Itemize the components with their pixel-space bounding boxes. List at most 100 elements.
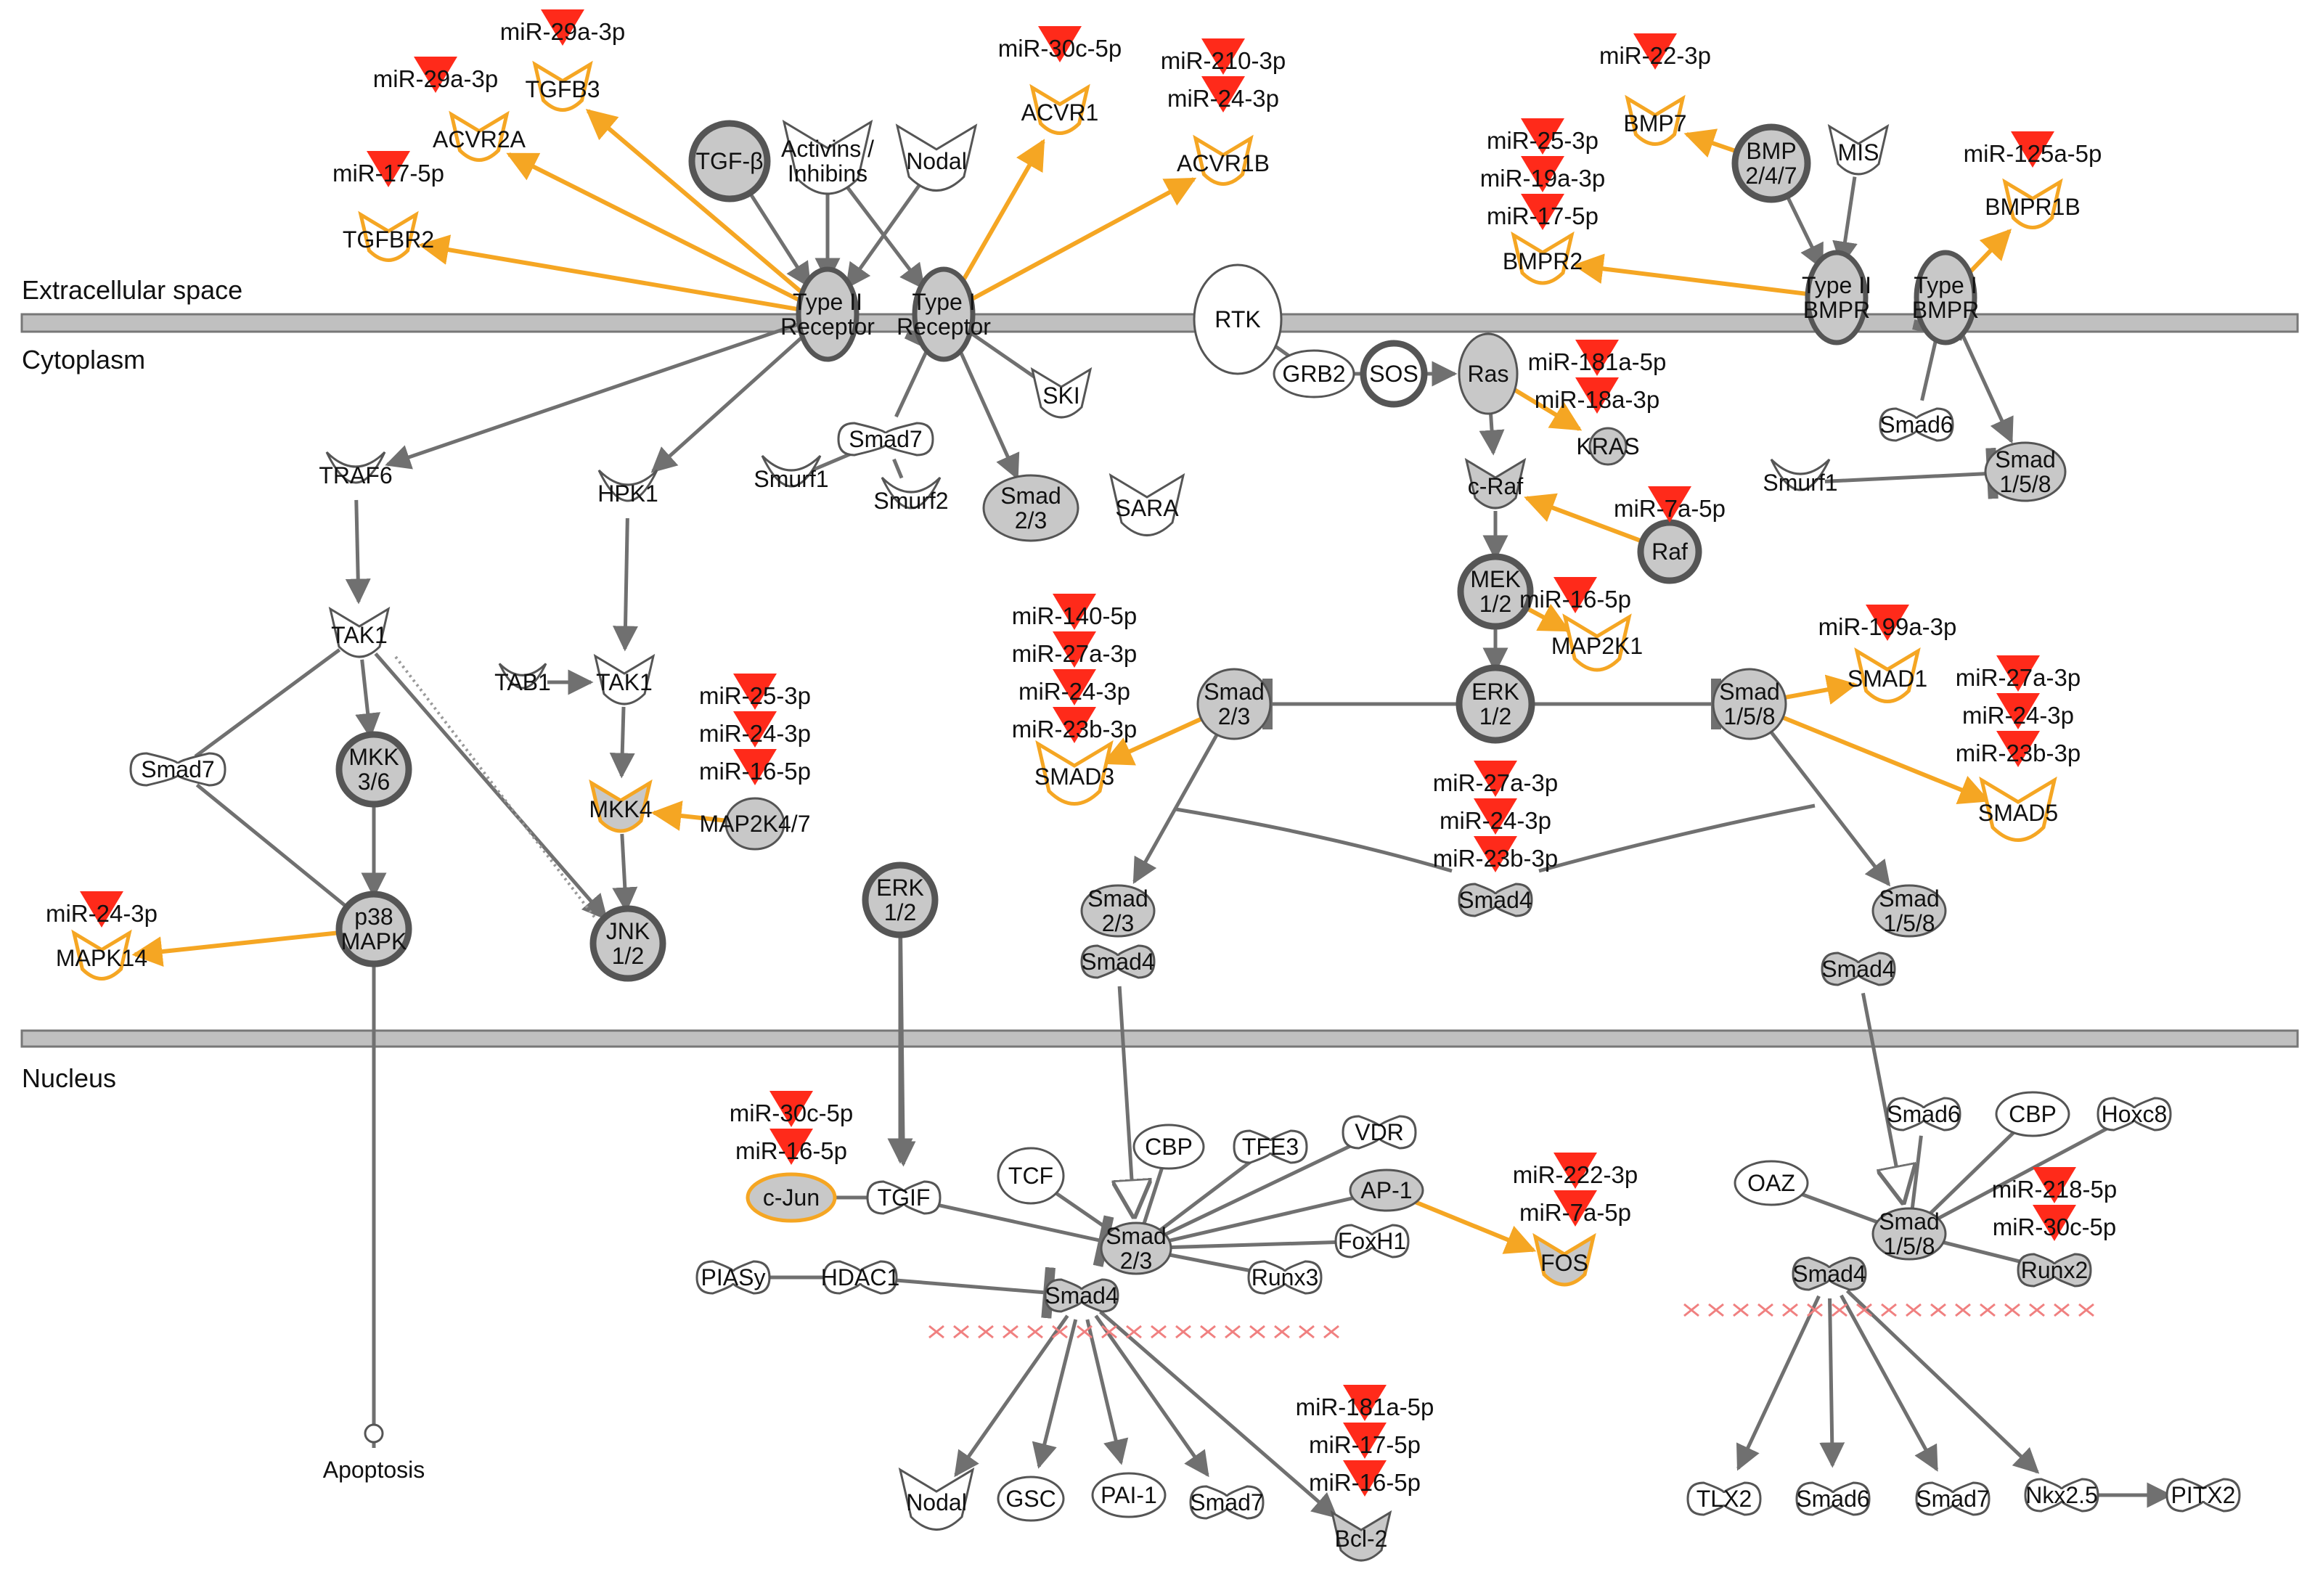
node-rtk: RTK bbox=[1193, 263, 1283, 375]
node-apoptosis: Apoptosis bbox=[323, 1423, 425, 1483]
node-mis: MIS bbox=[1827, 123, 1890, 176]
edge-smad4_l-smad23_n bbox=[1119, 986, 1134, 1215]
mirna-bmpr1b-0: miR-125a-5p bbox=[1964, 131, 2102, 168]
mirna-triangle bbox=[1038, 26, 1082, 62]
mirna-label: miR-140-5p bbox=[1012, 602, 1137, 629]
edge-smad158_n-cbp_r bbox=[1925, 1128, 2019, 1219]
mirna-triangle bbox=[1553, 577, 1597, 613]
edge-smad23_n-runx3 bbox=[1159, 1251, 1265, 1275]
node-runx3: Runx3 bbox=[1247, 1260, 1323, 1295]
node-label-map2k47: MAP2K4/7 bbox=[700, 811, 811, 837]
node-label-smad23_mid: Smad bbox=[1204, 679, 1265, 705]
node-pitx2: PITX2 bbox=[2165, 1478, 2241, 1513]
edge-raf-craf bbox=[1524, 493, 1648, 545]
mirna-triangle bbox=[1201, 38, 1245, 75]
edge-smad23_n-foxh1 bbox=[1160, 1240, 1351, 1250]
mirna-triangle bbox=[1575, 377, 1619, 414]
edge-p38-mapk14 bbox=[131, 929, 350, 967]
mirna-smad3-0: miR-140-5p bbox=[1012, 594, 1137, 630]
node-tgif: TGIF bbox=[866, 1180, 942, 1215]
node-label-mapk14: MAPK14 bbox=[56, 945, 147, 971]
dna-mark bbox=[2078, 1303, 2094, 1317]
mirna-label: miR-29a-3p bbox=[500, 18, 625, 45]
node-label-bmp7: BMP7 bbox=[1623, 110, 1686, 136]
mirna-triangle bbox=[1053, 594, 1096, 630]
mirna-triangle bbox=[1996, 693, 2040, 729]
node-label-erk_c: ERK bbox=[1471, 679, 1519, 705]
node-bmpr2: BMPR2 bbox=[1503, 231, 1583, 285]
node-label-type2: Type II bbox=[793, 289, 862, 315]
node-foxh1: FoxH1 bbox=[1334, 1224, 1410, 1259]
node-ras: Ras bbox=[1458, 332, 1519, 415]
node-cjun: c-Jun bbox=[746, 1172, 837, 1223]
node-label-mek: MEK bbox=[1470, 566, 1520, 592]
node-label-oaz: OAZ bbox=[1747, 1170, 1795, 1196]
node-label-smad158_n: 1/5/8 bbox=[1883, 1233, 1935, 1259]
dna-mark bbox=[1151, 1325, 1167, 1339]
mirna-bcl2-0: miR-181a-5p bbox=[1296, 1385, 1434, 1421]
node-smurf2: Smurf2 bbox=[873, 476, 949, 514]
mirna-triangle bbox=[733, 711, 777, 748]
edge-activins-type1 bbox=[841, 179, 926, 290]
edge-smad4_n-pai1 bbox=[1085, 1319, 1129, 1465]
dna-mark bbox=[1881, 1303, 1897, 1317]
mirna-triangle bbox=[769, 1091, 813, 1127]
mirna-kras-1: miR-18a-3p bbox=[1535, 377, 1659, 414]
dna-mark bbox=[1708, 1303, 1724, 1317]
node-kras: KRAS bbox=[1576, 427, 1640, 466]
mirna-triangle bbox=[541, 9, 584, 46]
dna-mark bbox=[1323, 1325, 1339, 1339]
node-label-cjun: c-Jun bbox=[763, 1184, 820, 1211]
mirna-smad1-0: miR-199a-3p bbox=[1818, 605, 1956, 641]
mirna-smad3-2: miR-24-3p bbox=[1018, 669, 1130, 705]
mirna-runx2-0: miR-218-5p bbox=[1992, 1167, 2117, 1203]
mirna-label: miR-25-3p bbox=[1487, 127, 1599, 154]
node-oaz: OAZ bbox=[1734, 1160, 1809, 1206]
mirna-triangle bbox=[367, 151, 410, 187]
node-label-tgfbr2: TGFBR2 bbox=[343, 226, 434, 253]
node-label-piasy: PIASy bbox=[701, 1264, 766, 1290]
node-vdr: VDR bbox=[1342, 1115, 1417, 1150]
node-label-tcf: TCF bbox=[1008, 1163, 1053, 1189]
dna-mark bbox=[2054, 1303, 2070, 1317]
mirna-label: miR-27a-3p bbox=[1956, 664, 2081, 691]
mirna-triangle bbox=[1053, 707, 1096, 743]
node-label-bmpr1b: BMPR1B bbox=[1985, 194, 2081, 220]
mirna-label: miR-24-3p bbox=[1167, 85, 1279, 112]
edge-smad23_n-vdr bbox=[1157, 1139, 1361, 1240]
mirna-tgfbr2-0: miR-17-5p bbox=[332, 151, 444, 187]
node-smurf1: Smurf1 bbox=[754, 454, 829, 492]
mirna-triangle bbox=[1575, 340, 1619, 376]
edge-ras-kras bbox=[1508, 385, 1583, 431]
mirna-triangle bbox=[769, 1129, 813, 1165]
node-tgfb: TGF-β bbox=[688, 120, 771, 202]
mirna-fos-1: miR-7a-5p bbox=[1519, 1190, 1631, 1227]
edge-type1-acvr1b bbox=[964, 177, 1197, 305]
mirna-triangle bbox=[1648, 486, 1691, 523]
node-label-vdr: VDR bbox=[1355, 1119, 1404, 1145]
node-map2k47: MAP2K4/7 bbox=[700, 797, 811, 851]
mirna-triangle bbox=[1996, 655, 2040, 692]
edge-smad4_nr-nkx25 bbox=[1845, 1289, 2040, 1474]
node-label-smurf1: Smurf1 bbox=[754, 466, 828, 492]
edge-smad4_r-smad158_n bbox=[1861, 992, 1903, 1200]
mirna-triangle bbox=[1053, 669, 1096, 705]
node-label-smad4_l: Smad4 bbox=[1081, 949, 1154, 975]
node-label-tgfb: TGF-β bbox=[695, 148, 763, 174]
node-label-fos: FOS bbox=[1540, 1250, 1588, 1276]
compartment-extracellular: Extracellular space bbox=[22, 275, 242, 305]
dna-mark bbox=[1249, 1325, 1265, 1339]
mirna-map2k1-0: miR-16-5p bbox=[1519, 577, 1631, 613]
node-label-smad23_l: 2/3 bbox=[1102, 910, 1134, 936]
edge-mkk4-jnk bbox=[612, 833, 638, 913]
node-label-type2bmpr: BMPR bbox=[1803, 297, 1870, 323]
dna-mark bbox=[2004, 1303, 2020, 1317]
edge-type1-smad23_c bbox=[952, 335, 1020, 480]
node-smad7_b: Smad7 bbox=[1189, 1485, 1265, 1520]
node-label-sos: SOS bbox=[1369, 361, 1418, 387]
